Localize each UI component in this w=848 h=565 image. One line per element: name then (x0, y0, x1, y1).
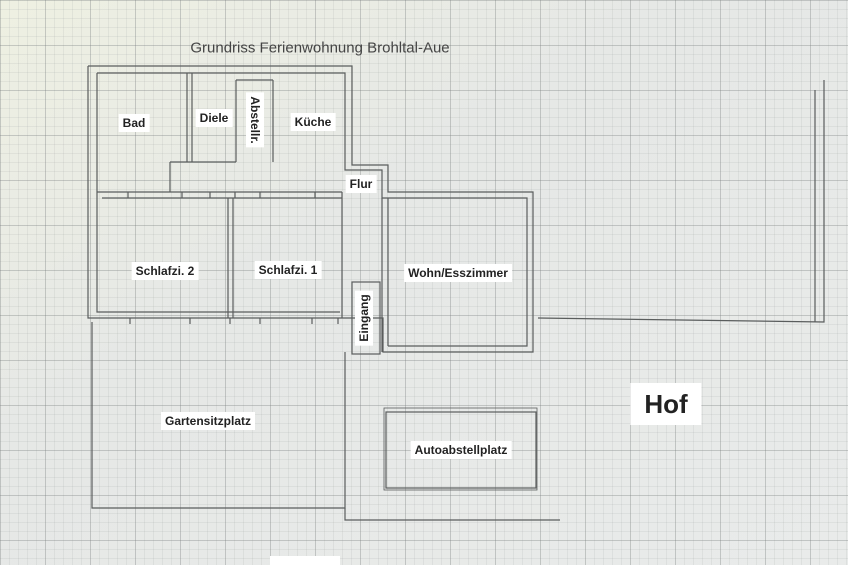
outer-wall-top (87, 65, 534, 353)
room-label-schlafzi1: Schlafzi. 1 (254, 261, 322, 279)
lower-boundary (344, 508, 560, 521)
room-label-bad: Bad (118, 114, 150, 132)
eingang-box (351, 281, 381, 355)
outer-wall-inner (97, 72, 528, 347)
area-label-hof: Hof (630, 383, 702, 425)
window-ticks-top (127, 192, 316, 198)
courtyard-line (537, 80, 825, 323)
plan-title: Grundriss Ferienwohnung Brohltal-Aue (190, 39, 450, 57)
paper-tab (270, 556, 340, 565)
wall-diele-bottom (169, 161, 236, 192)
room-label-flur: Flur (345, 175, 377, 193)
room-label-abstellr: Abstellr. (246, 92, 264, 148)
parking-box-inner (383, 407, 538, 491)
room-label-eingang: Eingang (355, 290, 373, 346)
room-label-kueche: Küche (290, 113, 336, 131)
room-label-diele: Diele (195, 109, 233, 127)
parking-box (385, 411, 537, 489)
wall-bedroom-top (97, 191, 342, 199)
garden-outline (91, 322, 346, 509)
area-label-autoabstellplatz: Autoabstellplatz (410, 441, 512, 459)
room-label-schlafzi2: Schlafzi. 2 (131, 262, 199, 280)
window-ticks (129, 318, 339, 324)
room-label-wohn-esszimmer: Wohn/Esszimmer (404, 264, 512, 282)
area-label-gartensitzplatz: Gartensitzplatz (160, 412, 256, 430)
outer-wall-left-inner (96, 73, 340, 313)
